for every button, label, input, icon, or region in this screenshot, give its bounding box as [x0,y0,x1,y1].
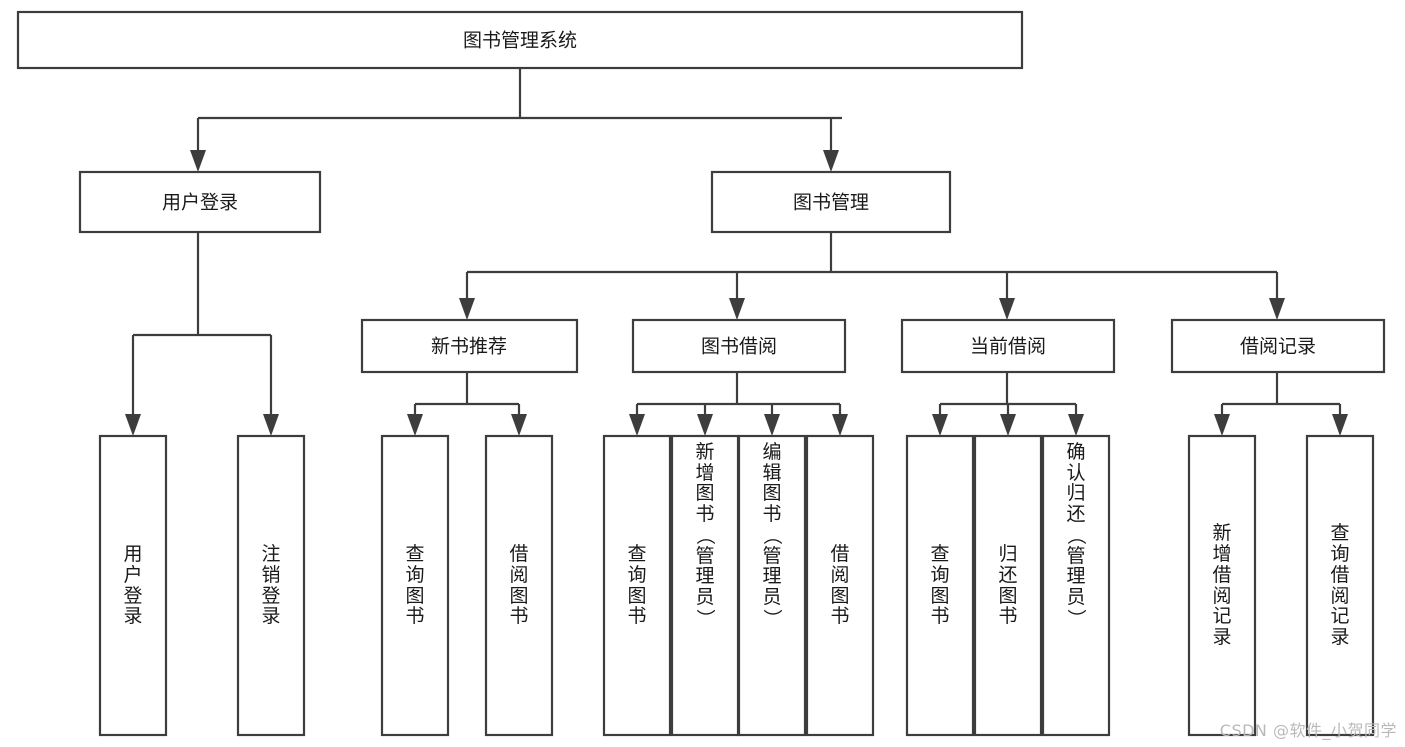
node-box-borrow-record[interactable] [1170,318,1386,374]
node-box-leaf-nb-query-book[interactable] [380,434,450,737]
label-borrow-record: 借阅记录 [1240,336,1316,358]
node-box-leaf-cb-query-book[interactable] [905,434,975,737]
connector-book-borrow-to-leaves [629,372,848,436]
arrow-head-user-login [190,150,206,172]
arrow-head-book-manage [823,150,839,172]
connector-borrow-record-to-leaves [1214,372,1348,436]
watermark: CSDN @软件_小贺同学 [1219,721,1397,740]
arrow-head-br-leaf-2 [1332,414,1348,436]
arrow-head-bb-leaf-1 [629,414,645,436]
arrow-head-current-borrow [999,298,1015,320]
node-box-user-login[interactable] [78,170,322,234]
node-box-new-book-recommend[interactable] [360,318,579,374]
node-box-book-borrow[interactable] [631,318,847,374]
connector-root-to-level2 [190,68,842,172]
node-box-leaf-nb-borrow-book[interactable] [484,434,554,737]
label-current-borrow: 当前借阅 [970,336,1046,358]
node-box-leaf-bb-borrow-book[interactable] [805,434,875,737]
node-box-current-borrow[interactable] [900,318,1116,374]
label-book-borrow: 图书借阅 [701,336,777,358]
arrow-head-cb-leaf-1 [932,414,948,436]
arrow-head-cb-leaf-3 [1068,414,1084,436]
arrow-head-new-book [459,298,475,320]
arrow-head-cb-leaf-2 [1000,414,1016,436]
label-book-manage: 图书管理 [793,192,869,214]
node-box-leaf-bb-edit-book[interactable] [737,434,807,737]
node-box-root[interactable] [16,10,1024,70]
arrow-head-bb-leaf-4 [832,414,848,436]
label-root: 图书管理系统 [463,30,577,52]
arrow-head-borrow-record [1269,298,1285,320]
node-box-leaf-cb-confirm-return[interactable] [1041,434,1111,737]
node-box-leaf-bb-query-book[interactable] [602,434,672,737]
node-box-leaf-cb-return-book[interactable] [973,434,1043,737]
node-box-leaf-logout[interactable] [236,434,306,737]
label-user-login: 用户登录 [162,192,238,214]
arrow-head-bb-leaf-3 [764,414,780,436]
arrow-head-br-leaf-1 [1214,414,1230,436]
connector-current-borrow-to-leaves [932,372,1084,436]
connector-new-book-to-leaves [407,372,527,436]
arrow-head-nb-leaf-1 [407,414,423,436]
node-box-book-manage[interactable] [710,170,952,234]
connector-user-login-to-leaves [125,232,279,436]
arrow-head-leaf-user-login [125,414,141,436]
connector-book-manage-to-level3 [459,232,1285,320]
node-box-leaf-bb-add-book[interactable] [670,434,740,737]
label-new-book-recommend: 新书推荐 [431,336,507,358]
node-box-leaf-br-query-record[interactable] [1305,434,1375,737]
node-box-leaf-user-login[interactable] [98,434,168,737]
arrow-head-book-borrow [729,298,745,320]
arrow-head-leaf-logout [263,414,279,436]
arrow-head-nb-leaf-2 [511,414,527,436]
node-box-leaf-br-add-record[interactable] [1187,434,1257,737]
arrow-head-bb-leaf-2 [697,414,713,436]
